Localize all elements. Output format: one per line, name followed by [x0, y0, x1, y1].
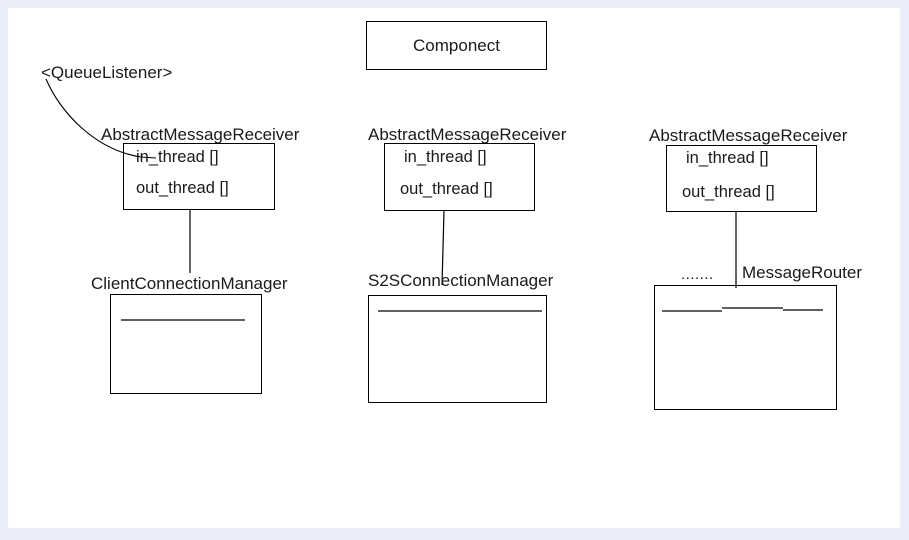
manager-box-s2s[interactable]	[368, 295, 547, 403]
diagram-canvas	[8, 8, 900, 528]
receiver-attr-router-in-thread: in_thread []	[686, 149, 769, 167]
manager-label-client: ClientConnectionManager	[91, 274, 288, 293]
queue-listener-label: <QueueListener>	[41, 63, 173, 82]
receiver-label-s2s: AbstractMessageReceiver	[368, 125, 567, 144]
receiver-attr-client-out-thread: out_thread []	[136, 179, 229, 197]
receiver-label-router: AbstractMessageReceiver	[649, 126, 848, 145]
manager-label-s2s: S2SConnectionManager	[368, 271, 554, 290]
receiver-box-s2s[interactable]	[384, 143, 535, 211]
receiver-box-client[interactable]	[123, 143, 275, 210]
ellipsis-label: .......	[681, 266, 714, 283]
manager-label-router: MessageRouter	[742, 263, 863, 282]
receiver-attr-s2s-out-thread: out_thread []	[400, 180, 493, 198]
receiver-box-router[interactable]	[666, 145, 817, 212]
component-box-label: Componect	[413, 36, 500, 55]
receiver-attr-s2s-in-thread: in_thread []	[404, 148, 487, 166]
manager-box-router[interactable]	[654, 285, 837, 410]
receiver-attr-client-in-thread: in_thread []	[136, 148, 219, 166]
receiver-attr-router-out-thread: out_thread []	[682, 183, 775, 201]
component-box[interactable]	[366, 21, 547, 70]
receiver-label-client: AbstractMessageReceiver	[101, 125, 300, 144]
manager-box-client[interactable]	[110, 294, 262, 394]
